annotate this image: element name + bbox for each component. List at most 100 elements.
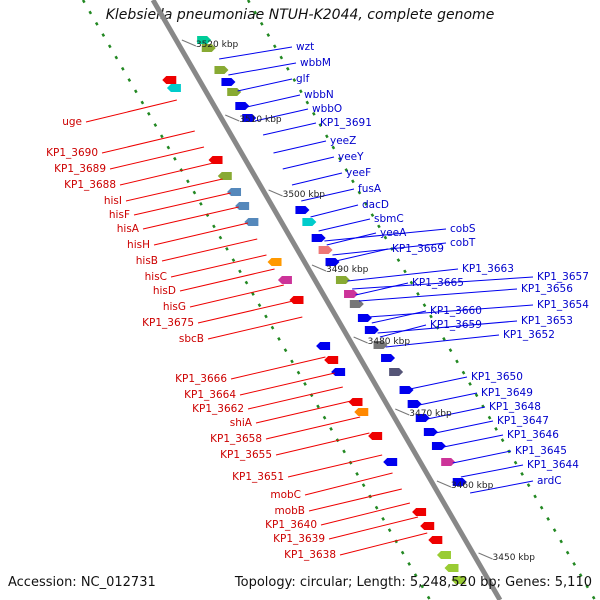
reverse-gene-label: KP1_3689 xyxy=(54,163,106,175)
gene-glyph xyxy=(428,536,443,544)
kbp-tick-label: 3520 kbp xyxy=(196,40,239,50)
forward-gene-label: KP1_3644 xyxy=(527,459,579,471)
gene-glyph xyxy=(318,246,333,254)
forward-gene-label: fusA xyxy=(358,183,382,195)
reverse-gene-label: mobB xyxy=(274,505,305,517)
reverse-leader-line xyxy=(161,238,258,262)
forward-gene-label: wbbN xyxy=(304,89,334,101)
forward-gene-label: yeeA xyxy=(380,227,407,239)
gene-glyph xyxy=(399,386,414,394)
gene-glyph xyxy=(325,258,340,266)
reverse-leader-line xyxy=(125,178,223,202)
reverse-gene-label: hisC xyxy=(145,271,167,283)
forward-leader-line xyxy=(262,122,317,136)
gene-glyph xyxy=(235,202,250,210)
reverse-leader-line xyxy=(197,300,294,324)
reverse-leader-line xyxy=(85,99,177,123)
forward-leader-line xyxy=(347,268,459,282)
forward-leader-line xyxy=(352,276,534,290)
gene-glyph xyxy=(166,84,181,92)
gene-glyph xyxy=(444,564,459,572)
gene-glyph xyxy=(357,314,372,322)
forward-gene-label: KP1_3652 xyxy=(503,329,555,341)
reverse-gene-label: hisA xyxy=(117,223,140,235)
gene-glyph xyxy=(227,88,242,96)
gene-glyph xyxy=(348,398,363,406)
backbone-line xyxy=(150,0,503,600)
forward-gene-label: KP1_3663 xyxy=(462,263,514,275)
gene-glyph xyxy=(208,156,223,164)
kbp-tick-label: 3470 kbp xyxy=(409,409,452,419)
reverse-gene-label: hisI xyxy=(104,195,122,207)
reverse-gene-label: uge xyxy=(62,116,82,128)
gene-glyph xyxy=(242,114,257,122)
reverse-gene-label: KP1_3664 xyxy=(184,389,236,401)
forward-gene-label: KP1_3669 xyxy=(392,243,444,255)
forward-gene-label: ardC xyxy=(537,475,562,487)
forward-leader-line xyxy=(460,464,524,478)
forward-gene-label: KP1_3657 xyxy=(537,271,589,283)
reverse-leader-line xyxy=(308,488,402,512)
reverse-gene-label: hisD xyxy=(153,285,176,297)
reverse-gene-label: KP1_3688 xyxy=(64,179,116,191)
forward-leader-line xyxy=(419,392,478,406)
reverse-gene-label: hisH xyxy=(127,239,150,251)
forward-gene-label: KP1_3665 xyxy=(412,277,464,289)
forward-leader-line xyxy=(282,156,335,170)
reverse-leader-line xyxy=(230,356,326,380)
gene-glyph xyxy=(289,296,304,304)
gene-glyph xyxy=(407,400,422,408)
reverse-leader-line xyxy=(207,316,303,340)
forward-leader-line xyxy=(371,310,427,324)
kbp-tick-mark xyxy=(311,264,327,272)
gene-glyph xyxy=(383,458,398,466)
gene-glyph xyxy=(381,354,396,362)
forward-leader-line xyxy=(385,334,500,348)
forward-leader-line xyxy=(377,320,518,334)
forward-leader-line xyxy=(326,232,377,246)
gene-glyph xyxy=(302,218,317,226)
gene-glyph xyxy=(214,66,229,74)
reverse-gene-label: KP1_3658 xyxy=(210,433,262,445)
reverse-gene-label: shiA xyxy=(230,417,253,429)
forward-leader-line xyxy=(427,406,486,420)
gene-glyph xyxy=(277,276,292,284)
forward-gene-label: yeeZ xyxy=(330,135,356,147)
reverse-leader-line xyxy=(189,284,284,308)
reverse-gene-label: KP1_3638 xyxy=(284,549,336,561)
genome-summary-text: Topology: circular; Length: 5,248,520 bp… xyxy=(234,575,592,590)
reverse-gene-label: KP1_3662 xyxy=(192,403,244,415)
forward-leader-line xyxy=(219,46,293,60)
leader-lines-group xyxy=(85,46,534,556)
reverse-gene-label: KP1_3640 xyxy=(265,519,317,531)
reverse-gene-label: KP1_3651 xyxy=(232,471,284,483)
kbp-tick-label: 3510 kbp xyxy=(239,115,282,125)
gene-glyph xyxy=(354,408,369,416)
forward-gene-label: sbmC xyxy=(374,213,404,225)
reverse-leader-line xyxy=(275,432,370,456)
kbp-tick-label: 3480 kbp xyxy=(368,337,411,347)
reverse-leader-line xyxy=(153,222,249,246)
forward-leader-line xyxy=(318,218,371,232)
forward-leader-line xyxy=(435,420,494,434)
kbp-tick-mark xyxy=(395,408,410,416)
forward-gene-label: KP1_3659 xyxy=(430,319,482,331)
reverse-leader-line xyxy=(339,532,428,556)
gene-glyph xyxy=(267,258,282,266)
gene-glyph xyxy=(217,172,232,180)
gene-glyph xyxy=(389,368,404,376)
reverse-gene-label: hisF xyxy=(109,209,130,221)
forward-leader-line xyxy=(409,376,468,390)
forward-leader-line xyxy=(324,228,447,242)
gene-glyph xyxy=(162,76,177,84)
forward-leader-line xyxy=(359,288,518,302)
reverse-gene-label: KP1_3655 xyxy=(220,449,272,461)
forward-gene-label: KP1_3649 xyxy=(481,387,533,399)
reverse-leader-line xyxy=(170,254,267,278)
gene-glyph xyxy=(441,458,456,466)
forward-leader-line xyxy=(470,480,534,494)
kbp-tick-label: 3450 kbp xyxy=(493,553,536,563)
gene-glyph xyxy=(335,276,350,284)
reverse-gene-label: hisG xyxy=(163,301,186,313)
